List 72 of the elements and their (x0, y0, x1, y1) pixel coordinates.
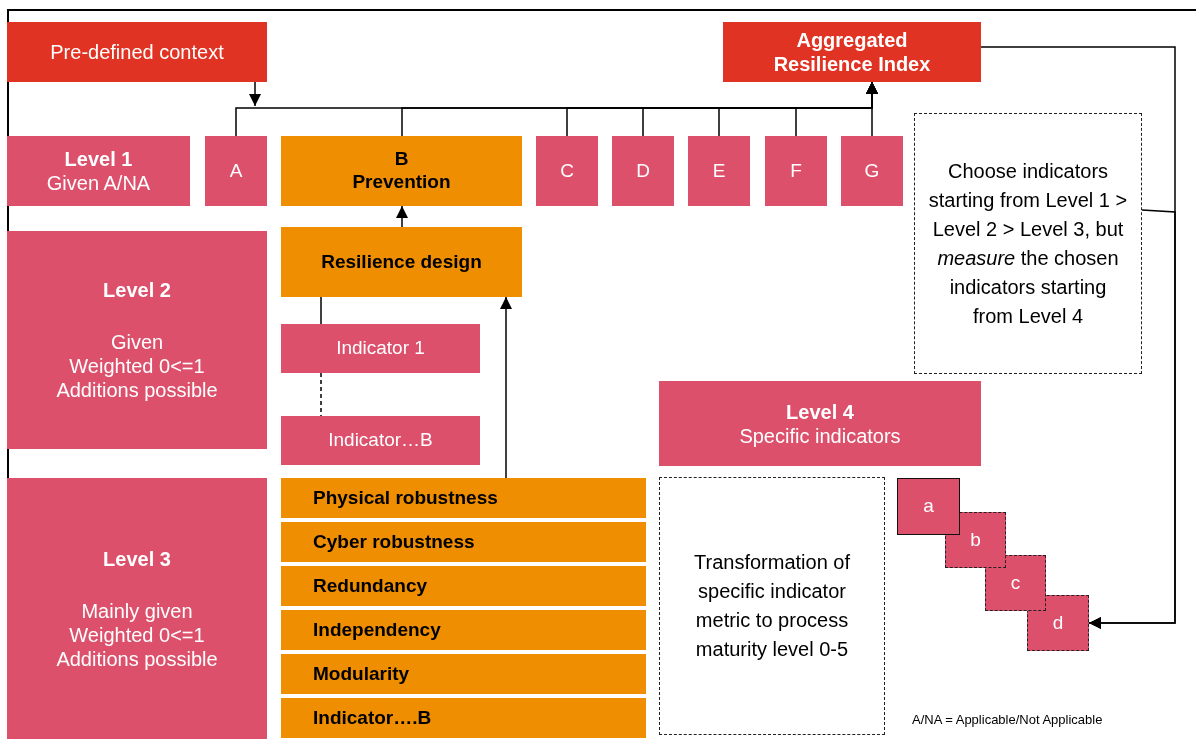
indicator-box (281, 522, 646, 562)
indicator-box (897, 478, 960, 535)
heading-text: Level 1 (64, 147, 133, 171)
node-text: Given A/NA (46, 171, 151, 195)
node-text: A (229, 159, 243, 183)
indicator-box (281, 654, 646, 694)
node-text: a (923, 495, 934, 518)
indicator-box (281, 698, 646, 738)
connector-line (320, 296, 322, 325)
indicator-box (281, 324, 480, 373)
node-text: Cyber robustness (313, 530, 475, 554)
note-box (914, 113, 1142, 374)
node-text: Indicator 1 (336, 337, 425, 360)
category-box (765, 136, 827, 206)
node-text: Redundancy (313, 574, 428, 598)
arrow (500, 296, 512, 479)
category-box (205, 136, 267, 206)
indicator-box (281, 416, 480, 465)
indicator-box (1027, 595, 1089, 651)
connector-line (320, 372, 322, 417)
note-text: A/NA = Applicable/Not Applicable (912, 712, 1103, 727)
node-text: Choose indicators starting from Level 1 > Level 2 > Level 3, but measure the chosen indicators starting from Level 4 (927, 158, 1129, 329)
category-box (841, 136, 903, 206)
node-text: d (1052, 611, 1064, 635)
indicator-box (985, 555, 1046, 611)
node-text: D (636, 159, 650, 183)
node-text: Additions possible (56, 646, 218, 671)
heading-text: Level 2 (103, 278, 171, 302)
node-text: E (712, 159, 726, 183)
arrow (249, 81, 261, 107)
node-text: Additions possible (56, 378, 218, 402)
node-text: b (970, 528, 981, 552)
node-text: Specific indicators (739, 423, 901, 448)
level-box (7, 231, 267, 449)
level-box (659, 381, 981, 466)
heading-text: Level 3 (103, 546, 171, 571)
level-box (7, 136, 190, 206)
heading-text: Level 4 (786, 399, 854, 424)
design-box (281, 227, 522, 297)
node-text: C (560, 159, 574, 183)
arrow (866, 81, 878, 137)
node-text: Aggregated Resilience Index (772, 28, 932, 76)
arrow (396, 205, 408, 228)
node-text: Given (110, 330, 164, 354)
indicator-box (281, 566, 646, 606)
node-text: Prevention (352, 171, 451, 194)
index-box (723, 22, 981, 82)
heading-text: B (394, 148, 409, 171)
note-box (659, 477, 885, 735)
node-text: Modularity (313, 662, 410, 686)
indicator-box (281, 478, 646, 518)
node-text: Physical robustness (313, 486, 498, 510)
node-text: Transformation of specific indicator metric to process maturity level 0-5 (693, 550, 851, 662)
node-text: Resilience design (321, 250, 482, 274)
category-box (281, 136, 522, 206)
node-text: G (864, 159, 880, 183)
node-text: Independency (313, 618, 441, 642)
level-box (7, 478, 267, 739)
indicator-box (281, 610, 646, 650)
context-box (7, 22, 267, 82)
node-text: Indicator….B (313, 706, 432, 730)
node-text: Indicator…B (328, 429, 433, 452)
category-box (612, 136, 674, 206)
category-box (688, 136, 750, 206)
node-text: Weighted 0<=1 (69, 354, 205, 378)
node-text: Pre-defined context (50, 40, 224, 64)
node-text: c (1010, 571, 1021, 595)
node-text: Mainly given (81, 598, 193, 623)
node-text: F (790, 159, 802, 183)
category-box (536, 136, 598, 206)
arrow (1088, 209, 1176, 629)
node-text: Weighted 0<=1 (69, 622, 205, 647)
